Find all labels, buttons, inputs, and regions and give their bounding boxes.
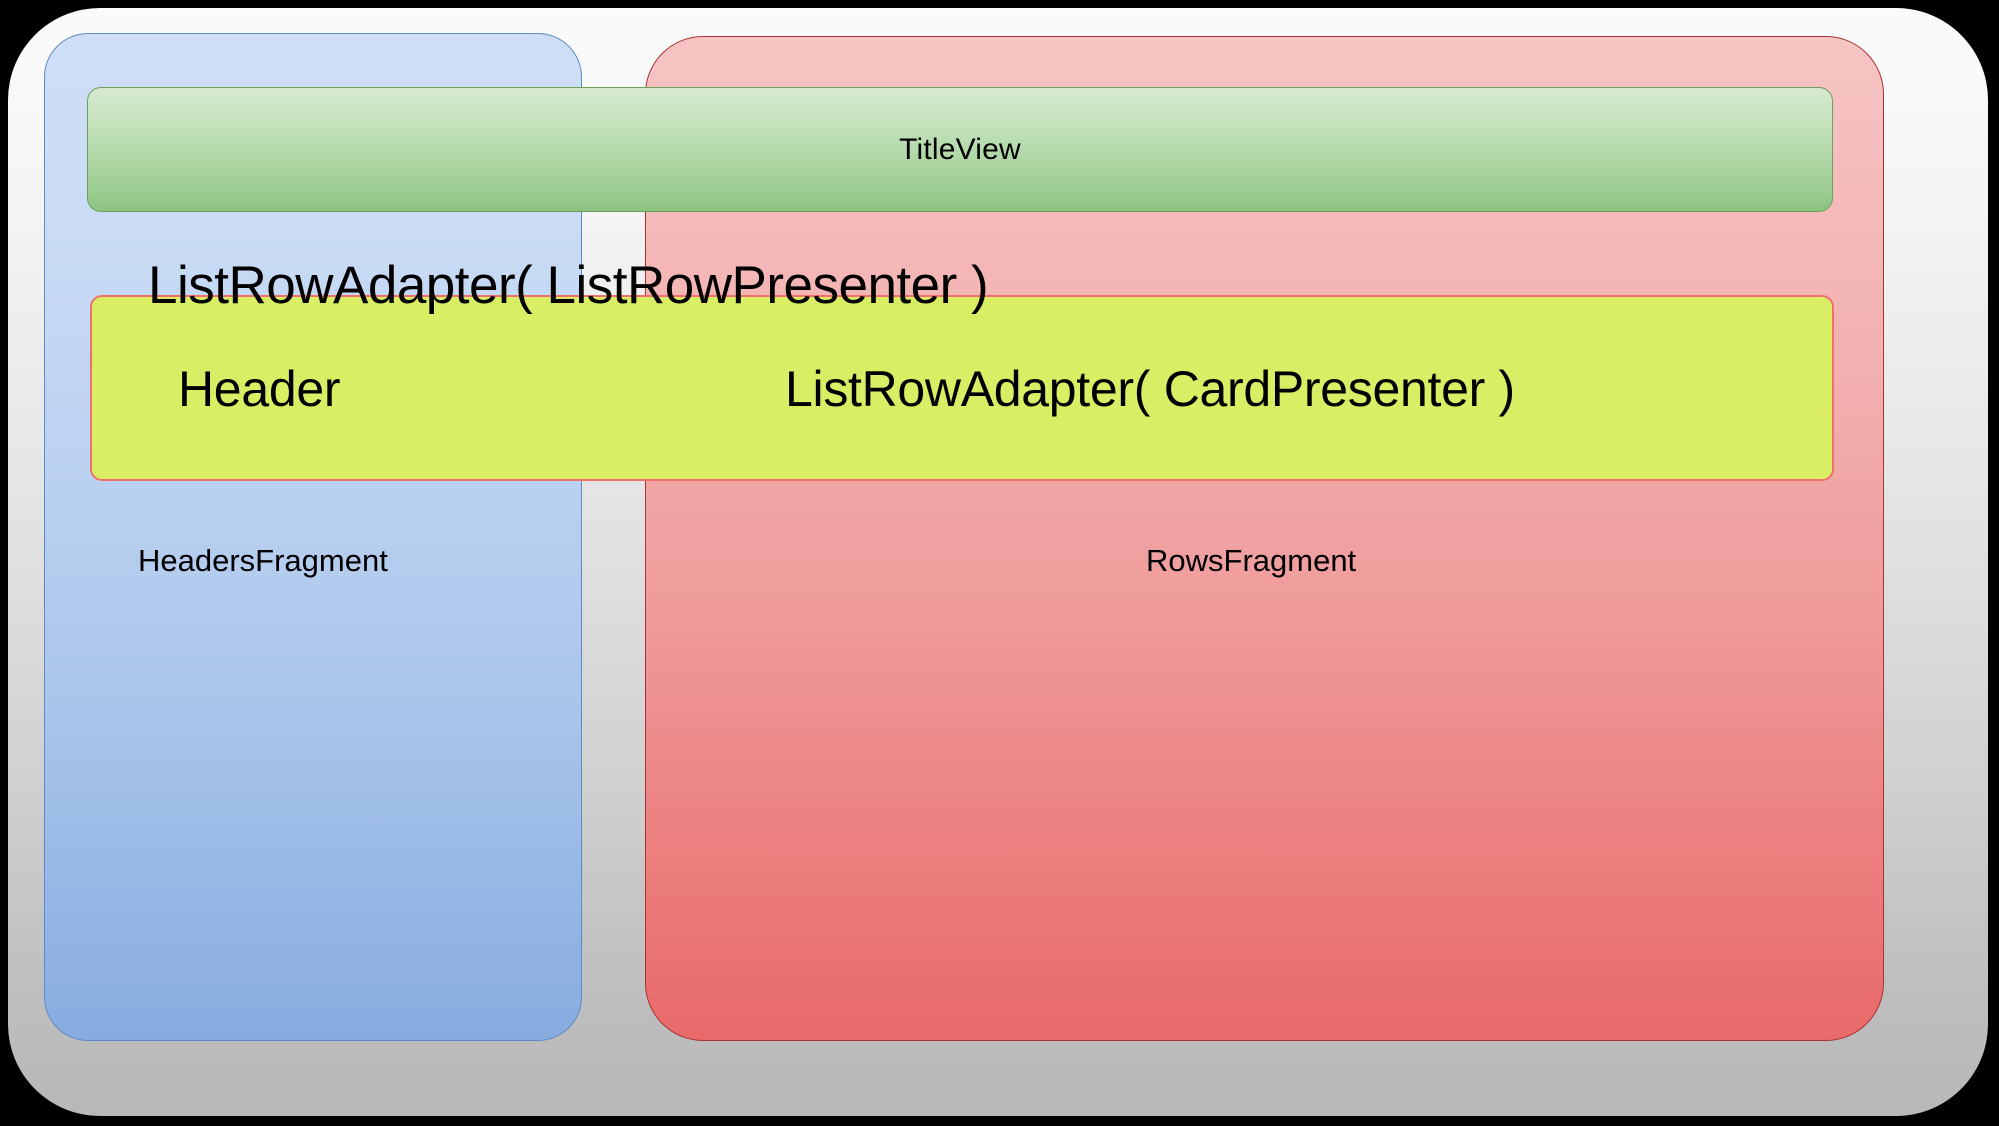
rows-fragment-label: RowsFragment xyxy=(1146,543,1357,578)
listrow-adapter-box[interactable] xyxy=(90,295,1834,481)
title-view-label: TitleView xyxy=(899,132,1021,166)
listrowadapter-cardpresenter-label: ListRowAdapter( CardPresenter ) xyxy=(785,361,1515,417)
title-view-bar[interactable]: TitleView xyxy=(87,87,1833,212)
header-label: Header xyxy=(178,361,341,417)
listrowadapter-listrowpresenter-label: ListRowAdapter( ListRowPresenter ) xyxy=(148,256,989,315)
headers-fragment-label: HeadersFragment xyxy=(138,543,388,578)
